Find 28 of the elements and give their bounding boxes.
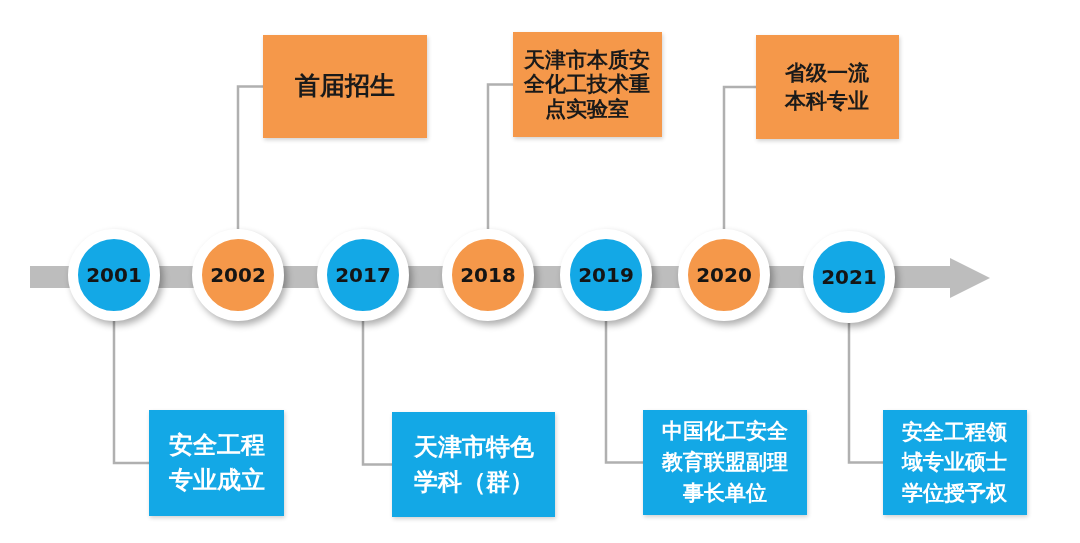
- year-label: 2002: [210, 264, 266, 286]
- year-label: 2018: [460, 264, 516, 286]
- leader-line: [604, 321, 643, 464]
- year-label: 2019: [578, 264, 634, 286]
- year-label: 2021: [821, 266, 877, 288]
- milestone-text: 安全工程专业成立: [167, 430, 266, 496]
- year-label: 2001: [86, 264, 142, 286]
- year-label: 2017: [335, 264, 391, 286]
- milestone-text: 首届招生: [294, 70, 396, 103]
- milestone-box: [149, 410, 284, 516]
- milestone-text: 天津市特色学科（群）: [412, 431, 535, 498]
- milestone-box: [756, 35, 899, 139]
- milestone-box: [263, 35, 427, 138]
- year-label: 2020: [696, 264, 752, 286]
- leader-line: [486, 83, 513, 229]
- milestone-box: [643, 410, 807, 515]
- milestone-box: [392, 412, 555, 517]
- leader-line: [361, 321, 392, 466]
- milestone-text: 安全工程领域专业硕士学位授予权: [901, 418, 1008, 507]
- milestone-box: [513, 32, 662, 137]
- milestone-text: 天津市本质安全化工技术重点实验室: [523, 47, 651, 122]
- milestone-text: 中国化工安全教育联盟副理事长单位: [661, 417, 789, 508]
- leader-line: [847, 323, 883, 464]
- leader-line: [236, 85, 263, 229]
- leader-line: [722, 85, 756, 229]
- leader-line: [112, 321, 149, 465]
- milestone-text: 省级一流本科专业: [784, 59, 870, 115]
- milestone-box: [883, 410, 1027, 515]
